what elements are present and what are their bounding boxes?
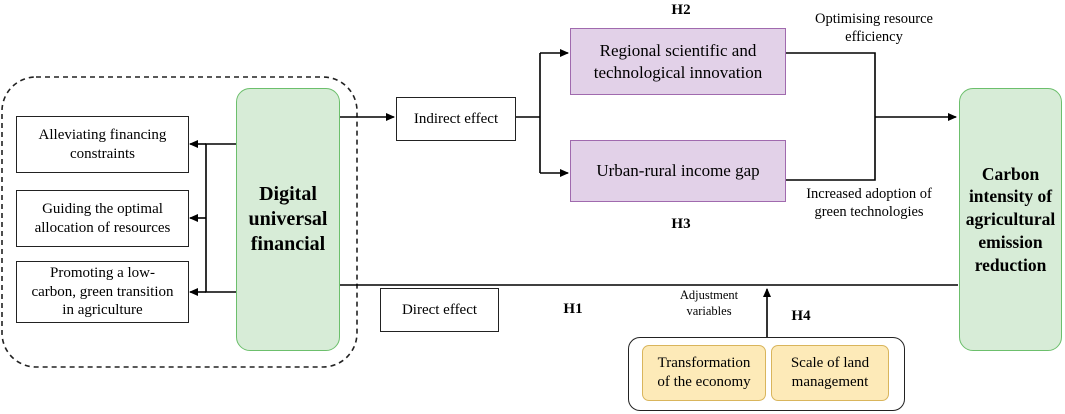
mechanism-box-financing: Alleviating financing constraints bbox=[16, 116, 189, 173]
direct-effect-label: Direct effect bbox=[401, 301, 478, 318]
indirect-effect-box: Indirect effect bbox=[396, 97, 516, 141]
dashed-group-border bbox=[1, 76, 358, 368]
digital-financial-label: Digital universal financial bbox=[248, 183, 328, 255]
hypothesis-h2: H2 bbox=[671, 2, 691, 18]
mechanism-bracket bbox=[205, 143, 236, 293]
hypothesis-h1: H1 bbox=[563, 301, 583, 317]
mechanism-box-allocation: Guiding the optimal allocation of resour… bbox=[16, 190, 189, 247]
direct-effect-box: Direct effect bbox=[380, 288, 499, 332]
indirect-effect-label: Indirect effect bbox=[413, 110, 499, 127]
mechanism-label-green-transition: Promoting a low- carbon, green transitio… bbox=[31, 264, 174, 319]
moderator-box-land-scale: Scale of land management bbox=[771, 345, 889, 401]
hypothesis-h3: H3 bbox=[671, 216, 691, 232]
indirect-split-line bbox=[516, 53, 541, 173]
digital-financial-box: Digital universal financial bbox=[236, 88, 340, 351]
mediator-label-income-gap: Urban-rural income gap bbox=[596, 161, 760, 181]
hypothesis-h4: H4 bbox=[791, 308, 811, 324]
annotation-green-technologies: Increased adoption of green technologies bbox=[806, 186, 932, 221]
mediator-merge-line bbox=[786, 52, 876, 181]
mechanism-label-allocation: Guiding the optimal allocation of resour… bbox=[34, 200, 171, 236]
moderator-box-economy: Transformation of the economy bbox=[642, 345, 766, 401]
mediator-label-innovation: Regional scientific and technological in… bbox=[593, 41, 763, 82]
outcome-box: Carbon intensity of agricultural emissio… bbox=[959, 88, 1062, 351]
mediator-box-innovation: Regional scientific and technological in… bbox=[570, 28, 786, 95]
mechanism-label-financing: Alleviating financing constraints bbox=[38, 126, 167, 162]
mediator-box-income-gap: Urban-rural income gap bbox=[570, 140, 786, 202]
annotation-resource-efficiency: Optimising resource efficiency bbox=[815, 11, 933, 46]
annotation-adjustment-variables: Adjustment variables bbox=[679, 288, 739, 318]
moderator-label-economy: Transformation of the economy bbox=[657, 355, 751, 390]
outcome-label: Carbon intensity of agricultural emissio… bbox=[965, 163, 1056, 275]
moderator-label-land-scale: Scale of land management bbox=[790, 355, 870, 390]
mechanism-box-green-transition: Promoting a low- carbon, green transitio… bbox=[16, 261, 189, 323]
